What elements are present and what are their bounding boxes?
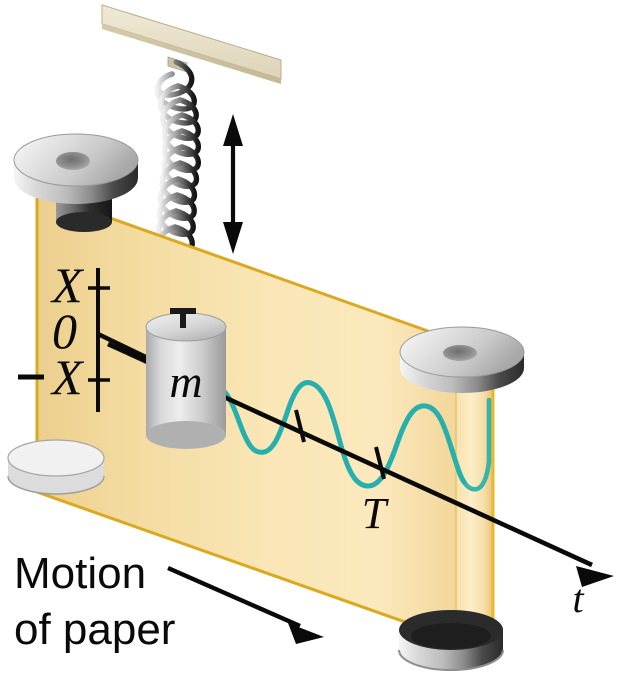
period-label: T — [362, 489, 390, 538]
roller-bottom-left — [7, 439, 105, 495]
time-axis-label: t — [572, 576, 584, 621]
mass-cylinder: m — [145, 308, 227, 449]
paper-sheet — [35, 190, 495, 648]
motion-label-line1: Motion — [14, 549, 146, 598]
roller-bottom-right — [398, 610, 504, 671]
oscillation-double-arrow — [223, 114, 243, 254]
amplitude-negative-label: X — [50, 349, 85, 405]
roller-top-right — [399, 326, 525, 393]
sine-curve — [211, 380, 492, 492]
amplitude-positive-label: X — [50, 257, 85, 313]
motion-of-paper-arrow — [167, 565, 324, 644]
roller-top-left — [13, 133, 139, 232]
pointer-line — [97, 331, 153, 363]
amplitude-scale — [18, 268, 110, 412]
zero-label: 0 — [52, 303, 77, 359]
mass-label: m — [169, 356, 202, 407]
motion-label-line2: of paper — [14, 605, 175, 654]
